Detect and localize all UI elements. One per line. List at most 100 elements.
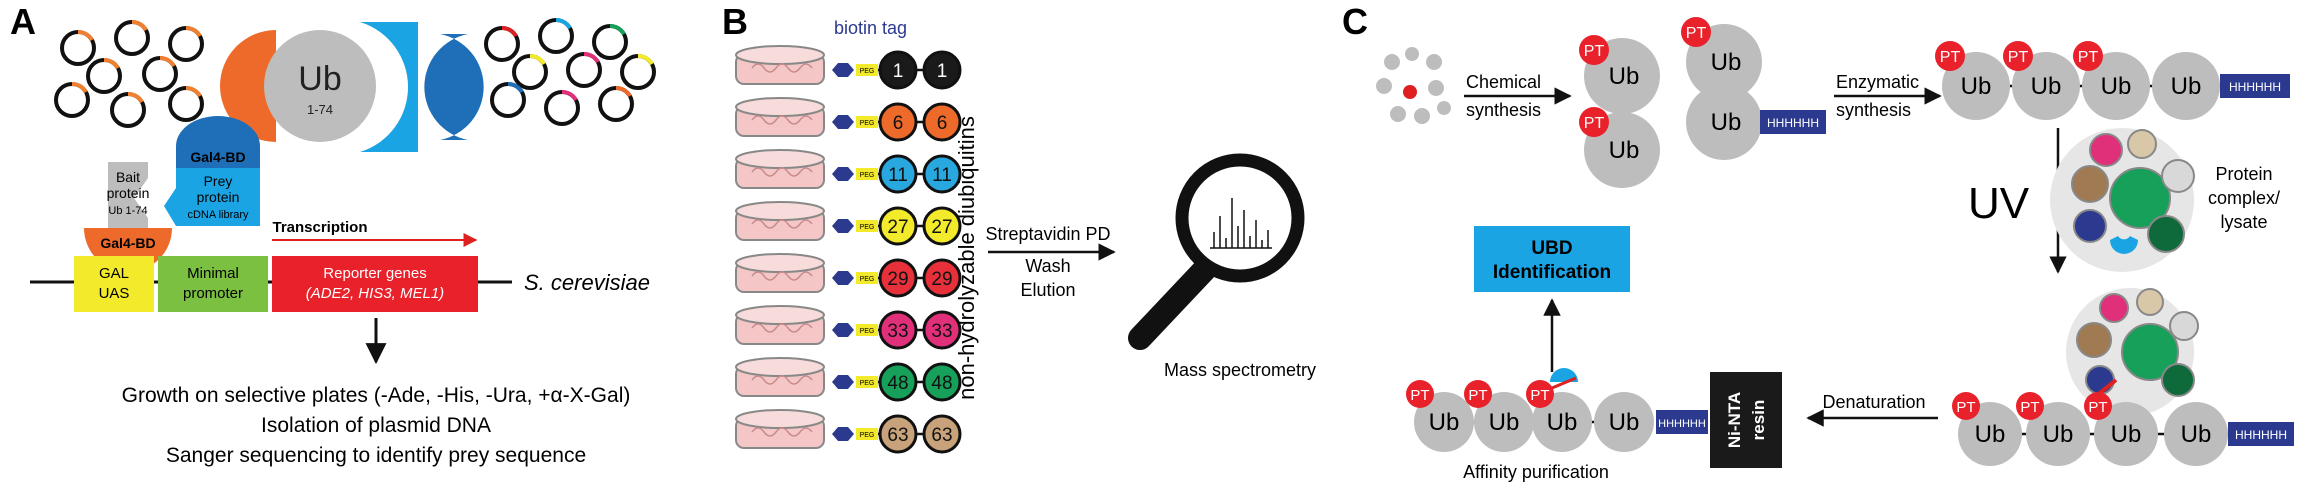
ubd-domain — [360, 22, 418, 152]
minimal-promoter-box — [158, 256, 268, 312]
bait-protein-label-2: protein — [107, 185, 150, 201]
prey-gal4-bd — [176, 116, 260, 168]
pt-photoprobe — [1526, 380, 1554, 408]
his-tag-label: HHHHHH — [2235, 428, 2287, 442]
ub-label: Ub — [1429, 409, 1460, 436]
ub-monomer — [922, 154, 962, 194]
bait-construct: Bait protein Ub 1-74 Gal4-BD — [84, 162, 172, 272]
pt-photoprobe — [1579, 35, 1609, 65]
panel-c: C Chemical synthesis Ub PT Ub PT Ub PT U… — [1342, 1, 2294, 482]
ub-monomer — [1594, 392, 1654, 452]
bait-gal4-bd-label: Gal4-BD — [100, 235, 155, 251]
tetra-ub-probe: Ub Ub Ub Ub PT PT PT HHHHHH — [1935, 41, 2290, 120]
ub-label: Ub — [1489, 409, 1520, 436]
peg-label: PEG — [860, 276, 875, 283]
peg-linker — [856, 324, 878, 336]
bait-protein — [108, 162, 148, 228]
gal4-ad-domain — [220, 30, 276, 142]
culture-dish-icon — [735, 357, 825, 397]
ub-label: Ub — [2171, 73, 2202, 100]
pt-label: PT — [1584, 43, 1605, 60]
pt-label: PT — [1468, 387, 1487, 404]
mass-spec-label: Mass spectrometry — [1164, 360, 1316, 380]
ub-monomer — [1942, 52, 2010, 120]
ub-ubd-interaction: Ub 1-74 UBD — [220, 22, 484, 152]
gal-uas-label-1: GAL — [99, 265, 129, 282]
biotin-tag-label: biotin tag — [834, 18, 907, 38]
plasmid-icon — [168, 85, 204, 122]
step-isolation: Isolation of plasmid DNA — [261, 414, 491, 437]
panel-a-letter: A — [10, 1, 36, 42]
ub-monomer — [2094, 402, 2158, 466]
biotin-icon — [832, 271, 854, 285]
pt-label: PT — [1410, 387, 1429, 404]
ub-monomer — [1474, 392, 1534, 452]
ub-monomer — [1686, 84, 1762, 160]
linkage-label: 27 — [887, 217, 908, 238]
pt-label: PT — [2020, 399, 2039, 416]
pt-label: PT — [2078, 49, 2099, 66]
pt-photoprobe — [2016, 392, 2044, 420]
plasmid-icon — [598, 85, 634, 122]
gal4-bd-domain — [424, 34, 484, 140]
ub-label: Ub — [1609, 63, 1640, 90]
uv-label: UV — [1968, 179, 2030, 228]
ub-monomer — [922, 102, 962, 142]
peg-linker — [856, 116, 878, 128]
ub-label: Ub — [298, 60, 341, 98]
ub-monomer — [2152, 52, 2220, 120]
biotin-icon — [832, 427, 854, 441]
ub-monomer — [878, 310, 918, 350]
ub-monomer — [878, 206, 918, 246]
linkage-label: 1 — [893, 61, 904, 82]
cdna-library-label: cDNA library — [187, 209, 249, 221]
linkage-label: 33 — [887, 321, 908, 342]
enzymatic-synthesis-label-2: synthesis — [1836, 100, 1911, 120]
magnifier-icon — [1128, 153, 1305, 350]
ub-label: Ub — [2043, 421, 2074, 448]
ub-label: Ub — [1711, 49, 1742, 76]
ni-nta-label: Ni-NTA — [1725, 392, 1744, 448]
peg-linker — [856, 64, 878, 76]
protein-complex-label-2: complex/ — [2208, 188, 2280, 208]
ub-monomer — [922, 414, 962, 454]
plasmid-icon — [544, 89, 580, 126]
plasmid-icon — [512, 53, 548, 90]
ubd-identification-box — [1474, 226, 1630, 292]
ub-domain — [264, 30, 376, 142]
protein-complex-label-3: lysate — [2220, 212, 2267, 232]
plasmid-icon — [566, 51, 602, 88]
linkage-label: 63 — [887, 425, 908, 446]
ub-label: Ub — [1609, 137, 1640, 164]
biotin-icon — [832, 219, 854, 233]
enzymatic-synthesis-label-1: Enzymatic — [1836, 72, 1919, 92]
culture-dish-icon — [735, 149, 825, 189]
peg-label: PEG — [860, 328, 875, 335]
ub-label: Ub — [1975, 421, 2006, 448]
plasmid-icon — [86, 57, 122, 94]
bait-protein-label: Bait — [116, 169, 140, 185]
reporter-genes-label-1: Reporter genes — [323, 265, 426, 282]
denaturation-label: Denaturation — [1822, 392, 1925, 412]
ub-label: Ub — [2031, 73, 2062, 100]
protein-complex-lysate — [2050, 128, 2195, 272]
linkage-label: 29 — [887, 269, 908, 290]
chemical-synthesis-label-1: Chemical — [1466, 72, 1541, 92]
ub-monomer — [2164, 402, 2228, 466]
plasmid-icon — [110, 91, 146, 128]
chemical-synthesis-label-2: synthesis — [1466, 100, 1541, 120]
ub-label: Ub — [1609, 409, 1640, 436]
reporter-genes-box — [272, 256, 478, 312]
transcription-label: Transcription — [272, 219, 367, 236]
ub-monomer — [922, 258, 962, 298]
his-tag — [2228, 422, 2294, 446]
pt-photoprobe — [1406, 380, 1434, 408]
his-tag-label: HHHHHH — [1767, 116, 1819, 130]
linkage-label: 48 — [887, 373, 908, 394]
